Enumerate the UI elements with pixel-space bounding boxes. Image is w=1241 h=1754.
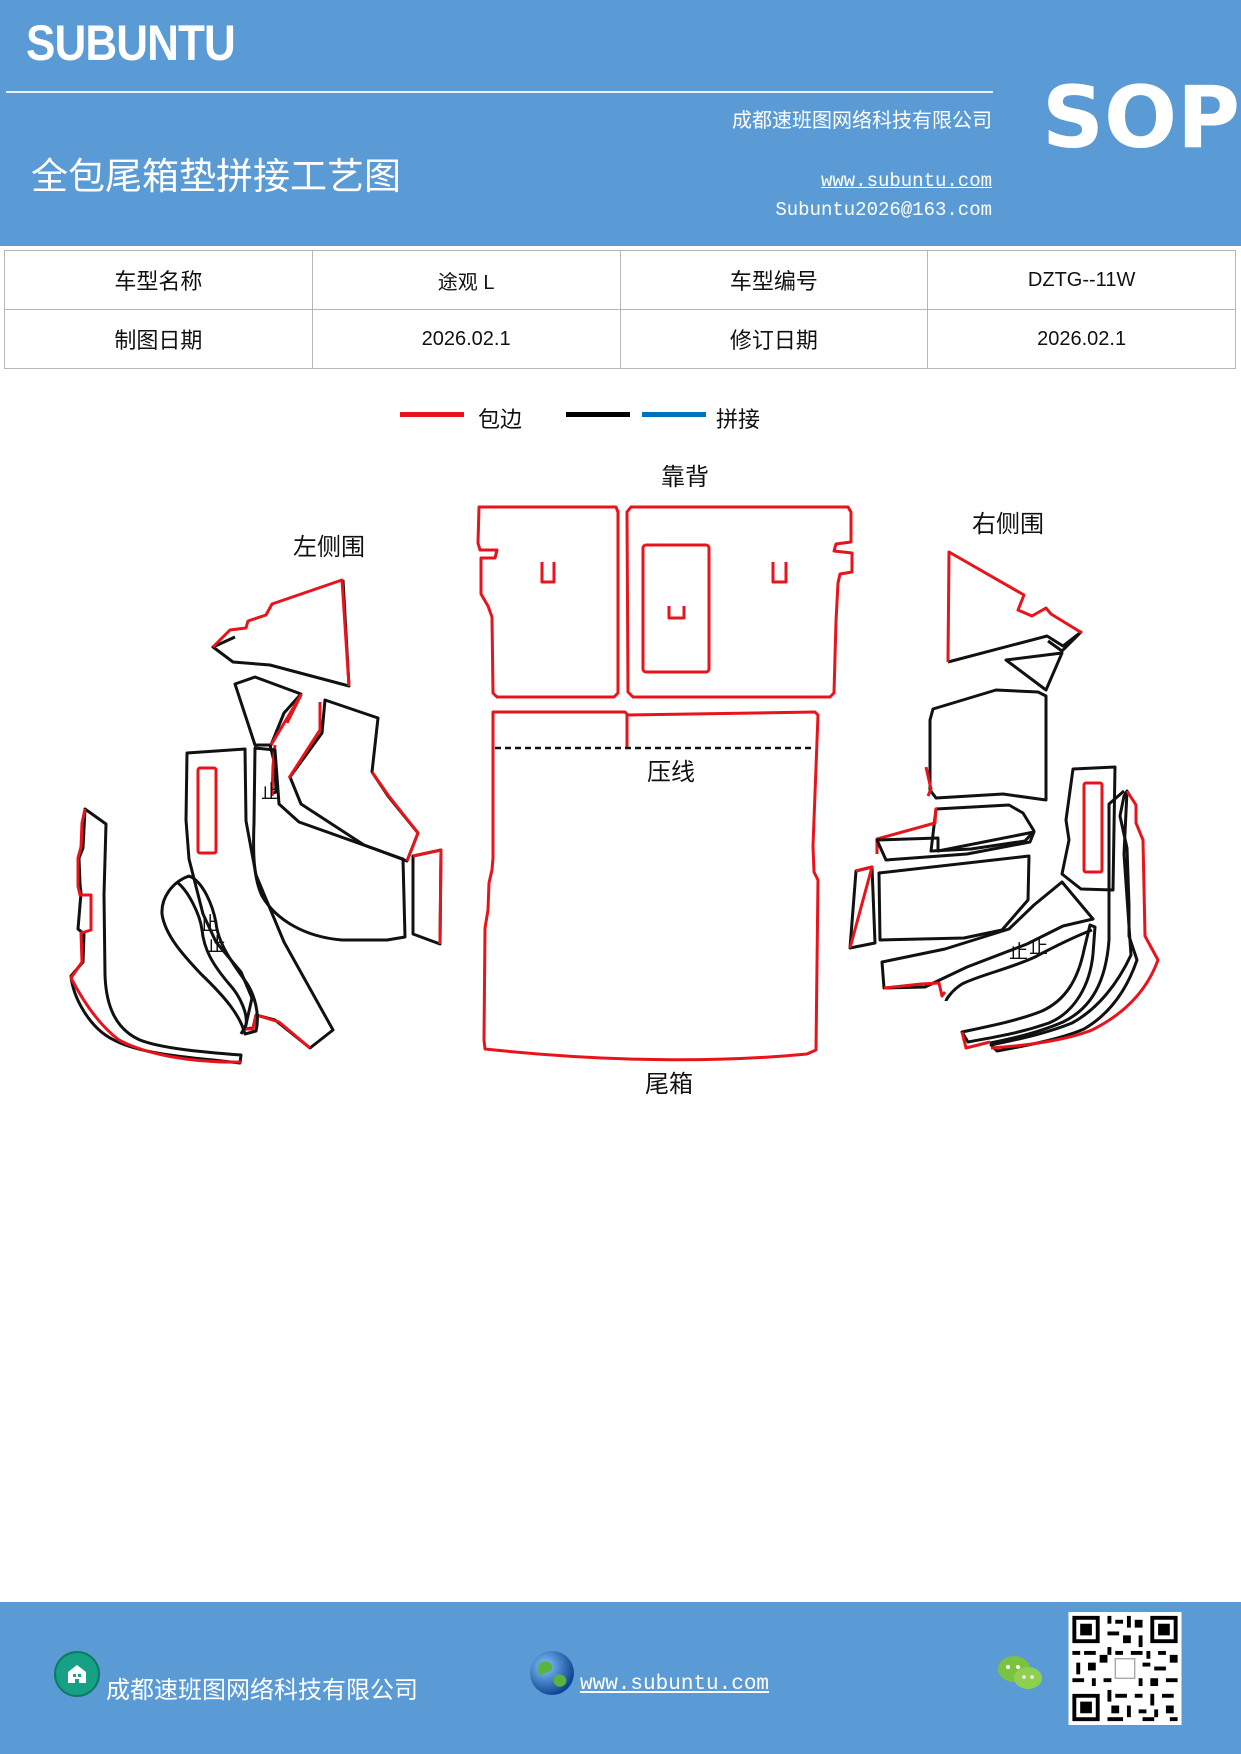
stop-mark: 止 — [261, 781, 280, 803]
legend-edging-swatch — [400, 412, 464, 417]
left-side-piece — [233, 675, 303, 747]
table-row: 车型名称 途观 L 车型编号 DZTG--11W — [4, 250, 1236, 310]
left-side-slot — [196, 766, 218, 855]
cutting-diagram: 靠背 左侧围 右侧围 压线 尾箱 止 止 止 止 止 — [69, 463, 1160, 1098]
right-side-outer-edging — [990, 790, 1160, 1050]
right-side-mid-panel — [875, 830, 1036, 862]
right-side-small-edging — [848, 865, 874, 949]
left-side-upper-edging — [370, 771, 420, 862]
legend-splice-label: 拼接 — [716, 408, 761, 433]
left-side-main-panel — [252, 746, 407, 942]
draw-date-value: 2026.02.1 — [311, 309, 621, 369]
stitch-slot — [540, 562, 556, 584]
brand-logo: SUBUNTU — [26, 15, 236, 71]
stitch-slot — [667, 606, 686, 620]
revise-date-label: 修订日期 — [619, 309, 929, 369]
right-side-lower-edging — [883, 981, 947, 998]
email-address[interactable]: Subuntu2026@163.com — [775, 199, 992, 221]
revise-date-value: 2026.02.1 — [927, 309, 1236, 369]
vehicle-info-table: 车型名称 途观 L 车型编号 DZTG--11W 制图日期 2026.02.1 … — [4, 250, 1236, 369]
model-name-label: 车型名称 — [4, 250, 313, 310]
model-name-value: 途观 L — [311, 250, 621, 310]
legend-edging-label: 包边 — [478, 408, 523, 433]
backrest-label: 靠背 — [661, 463, 709, 491]
press-line-label: 压线 — [647, 758, 695, 786]
left-side-triangle-edging — [211, 578, 351, 687]
legend: 包边 拼接 — [400, 402, 820, 438]
right-side-label: 右侧围 — [972, 510, 1044, 538]
right-side-curved-panel — [960, 923, 1097, 1044]
left-side-label: 左侧围 — [293, 533, 365, 561]
right-side-triangle — [947, 630, 1083, 664]
footer-website-link[interactable]: www.subuntu.com — [580, 1673, 770, 1696]
backrest-left-panel — [476, 505, 620, 699]
company-name: 成都速班图网络科技有限公司 — [732, 108, 992, 132]
right-side-outer-panel — [989, 789, 1139, 1053]
qr-code — [1068, 1612, 1182, 1725]
model-code-value: DZTG--11W — [927, 250, 1236, 310]
right-side-outer-edging — [960, 1031, 991, 1050]
right-side-slanted-edging — [875, 807, 938, 854]
left-side-small-edging — [412, 848, 443, 945]
right-side-tall-panel — [1060, 765, 1117, 892]
left-side-triangle — [211, 579, 351, 688]
right-side-upper-panel — [928, 688, 1048, 802]
stop-mark: 止 — [1009, 941, 1028, 963]
wechat-icon[interactable] — [996, 1652, 1044, 1694]
stop-mark: 止 — [1029, 936, 1048, 958]
sop-badge: SOP — [1042, 68, 1241, 168]
right-side-upper-edging — [924, 766, 933, 797]
left-side-outer-edging — [69, 808, 242, 1064]
right-side-lower-panel — [880, 880, 1095, 990]
header-divider — [6, 91, 993, 93]
left-side-small-piece — [411, 848, 443, 946]
table-row: 制图日期 2026.02.1 修订日期 2026.02.1 — [4, 309, 1236, 369]
draw-date-label: 制图日期 — [4, 309, 313, 369]
stop-mark: 止 — [200, 913, 219, 935]
left-side-upper-panel — [288, 698, 420, 863]
right-side-outer-inner — [989, 789, 1125, 1045]
header-banner: SUBUNTU 成都速班图网络科技有限公司 全包尾箱垫拼接工艺图 www.sub… — [0, 0, 1241, 246]
left-side-curved-inner — [176, 881, 248, 1035]
trunk-floor-panel — [482, 710, 820, 1062]
backrest-right-panel — [625, 505, 854, 699]
legend-splice-swatch — [642, 412, 706, 417]
left-side-long-edging — [245, 1013, 311, 1050]
right-side-triangle-edging — [946, 550, 1083, 663]
globe-icon — [530, 1651, 574, 1695]
stop-mark: 止 — [207, 934, 226, 956]
right-side-curved-inner — [944, 928, 1093, 1002]
stitch-slot — [771, 562, 788, 584]
left-side-piece-edging — [269, 693, 303, 746]
trunk-label: 尾箱 — [645, 1070, 693, 1098]
left-side-upper-edging — [287, 702, 322, 779]
left-side-curved-piece — [160, 874, 259, 1036]
document-title: 全包尾箱垫拼接工艺图 — [31, 155, 401, 198]
backrest-cutout — [641, 543, 711, 674]
legend-black-swatch — [566, 412, 630, 417]
right-side-slot — [1082, 781, 1104, 874]
left-side-outer-panel — [69, 807, 243, 1065]
footer-banner: 成都速班图网络科技有限公司 www.subuntu.com — [0, 1602, 1241, 1754]
building-icon — [54, 1651, 100, 1697]
website-link[interactable]: www.subuntu.com — [820, 170, 992, 192]
model-code-label: 车型编号 — [619, 250, 929, 310]
footer-company-name: 成都速班图网络科技有限公司 — [106, 1676, 418, 1704]
right-side-wide-panel — [877, 854, 1031, 942]
right-side-small-triangle — [1004, 651, 1064, 692]
